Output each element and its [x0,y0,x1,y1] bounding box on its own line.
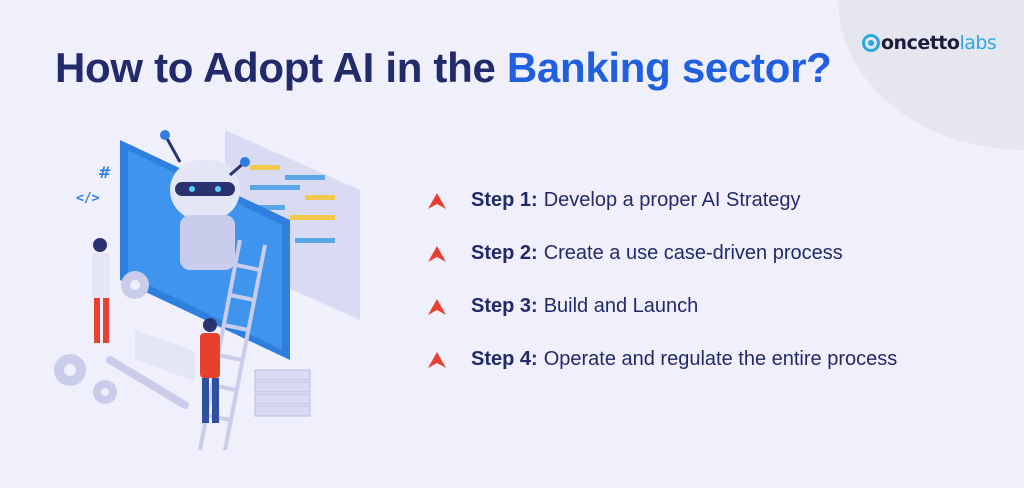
step-text: Create a use case-driven process [543,242,843,264]
logo-text-main: oncetto [881,32,960,54]
step-label: Step 3: [471,295,538,317]
keyboard [135,329,195,382]
steps-list: Step 1:Develop a proper AI Strategy Step… [428,174,897,386]
ai-robot-illustration: # </> [54,130,360,451]
title-prefix: How to Adopt AI in the [55,44,507,91]
logo-c-icon [862,34,880,52]
arrow-bullet-icon [428,298,446,315]
arrow-bullet-icon [428,192,446,209]
page-title: How to Adopt AI in the Banking sector? [55,44,832,92]
step-item: Step 3:Build and Launch [428,280,897,333]
arrow-bullet-icon [428,351,446,368]
step-label: Step 4: [471,348,538,370]
step-label: Step 1: [471,189,538,211]
step-item: Step 4:Operate and regulate the entire p… [428,333,897,386]
logo-text-accent: labs [959,32,997,54]
title-highlight: Banking sector? [506,44,832,91]
gear-icon [54,271,149,404]
stack-icon [254,369,311,417]
robot [160,130,250,270]
person-right [200,318,220,423]
wrench-icon [106,356,189,409]
code-tag-icon: </> [76,191,100,206]
step-text: Develop a proper AI Strategy [543,189,801,211]
step-text: Build and Launch [543,295,699,317]
step-text: Operate and regulate the entire process [543,348,898,370]
decorative-circle [838,0,1024,150]
step-label: Step 2: [471,242,538,264]
step-item: Step 2:Create a use case-driven process [428,227,897,280]
step-item: Step 1:Develop a proper AI Strategy [428,174,897,227]
arrow-bullet-icon [428,245,446,262]
person-left [92,238,110,343]
hash-icon: # [98,163,111,182]
